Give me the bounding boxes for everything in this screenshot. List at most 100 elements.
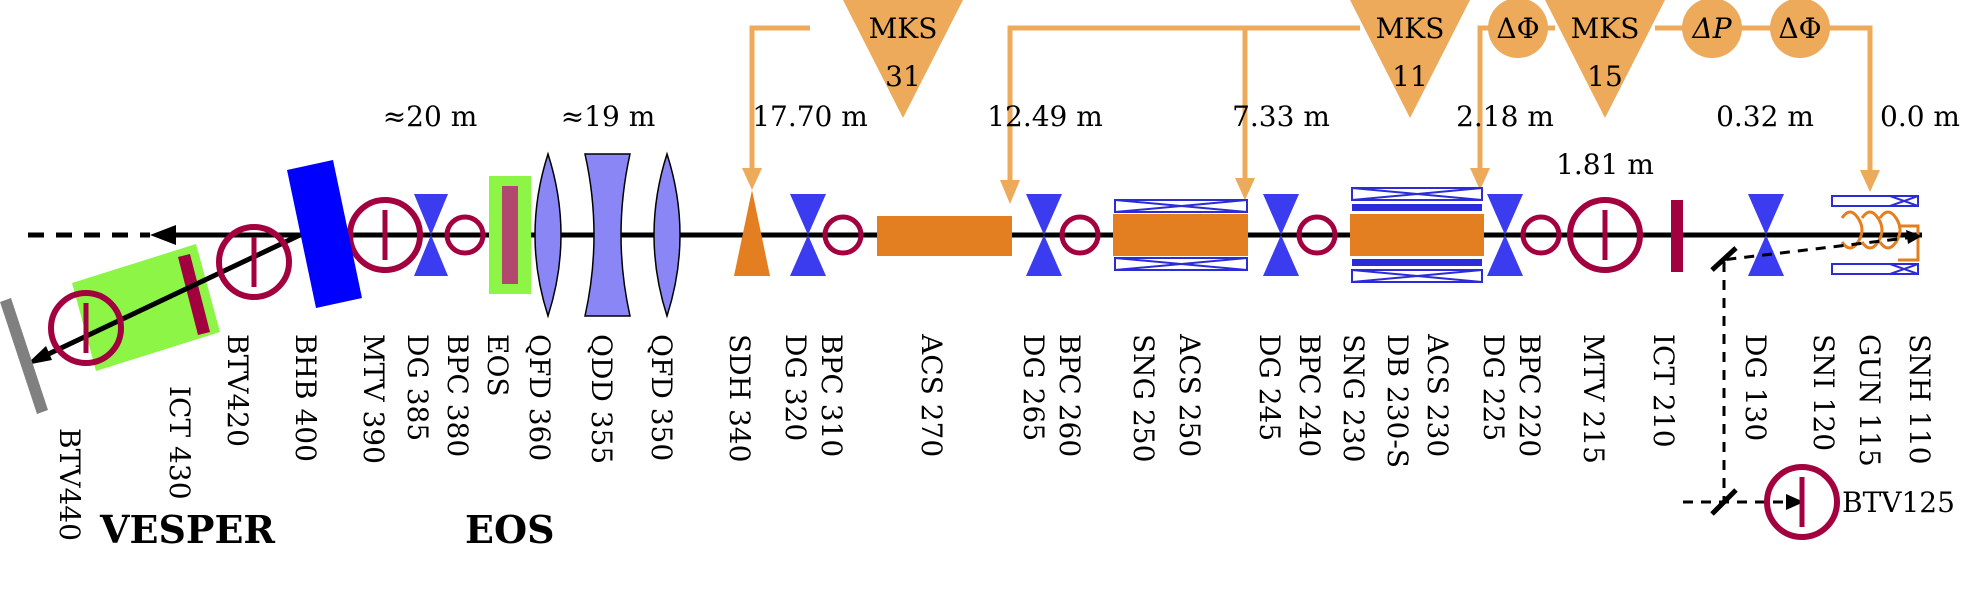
component-label-ict430: ICT 430	[163, 386, 196, 500]
component-label-bpc240: BPC 240	[1293, 334, 1326, 457]
distance-label: 2.18 m	[1456, 100, 1554, 133]
eos-crystal	[502, 186, 518, 284]
steerer-dg130	[1748, 194, 1784, 276]
acs-250	[1113, 214, 1248, 256]
component-label-bhb400: BHB 400	[289, 334, 322, 462]
klystron-triangle	[843, 0, 963, 118]
klystron-number: 11	[1392, 60, 1428, 93]
btv125-branch: BTV125	[1683, 230, 1955, 540]
vesper-beam-arrowhead	[26, 346, 52, 365]
acs-270	[877, 216, 1012, 256]
component-label-bpc380: BPC 380	[441, 334, 474, 457]
acs-230	[1350, 214, 1484, 256]
rf-circle-dp: ΔP	[1682, 0, 1742, 58]
rf-circle-dphi-left: ΔΦ	[1488, 0, 1548, 58]
component-label-acs230: ACS 230	[1421, 333, 1454, 457]
component-label-ict210: ICT 210	[1647, 334, 1680, 448]
component-label-eos: EOS	[481, 334, 514, 397]
dipole-bhb400	[287, 160, 362, 308]
beam-dump-screen	[0, 298, 48, 414]
bucking-coil-db230s	[1352, 204, 1482, 266]
rf-arrow-sdh	[742, 168, 762, 190]
component-label-btv440: BTV440	[53, 428, 86, 541]
distance-label: ≈20 m	[383, 100, 478, 133]
section-label-eos: EOS	[465, 507, 555, 552]
klystron-label: MKS	[1376, 12, 1445, 45]
bpm-310	[822, 214, 864, 256]
component-label-bpc260: BPC 260	[1053, 334, 1086, 457]
klystron-mks15: MKS 15	[1545, 0, 1665, 118]
vesper-ict-430	[178, 254, 210, 335]
solenoid-sng250	[1114, 199, 1248, 271]
component-label-db230s: DB 230-S	[1381, 334, 1414, 468]
component-label-dg225: DG 225	[1477, 334, 1510, 441]
bpm-260	[1059, 214, 1101, 256]
component-label-mtv390: MTV 390	[357, 334, 390, 464]
component-label-gun115: GUN 115	[1853, 334, 1886, 467]
vesper-beam	[38, 232, 302, 361]
quad-qfd360	[534, 151, 562, 319]
component-label-dg245: DG 245	[1253, 334, 1286, 441]
btv125-label: BTV125	[1842, 486, 1955, 519]
component-label-sng250: SNG 250	[1127, 334, 1160, 462]
rf-circle-label: ΔΦ	[1778, 12, 1821, 45]
component-label-mtv215: MTV 215	[1577, 334, 1610, 464]
klystron-number: 15	[1587, 60, 1623, 93]
laser-path-diagonal	[1721, 235, 1916, 262]
rf-arrow-acs270	[1000, 180, 1020, 204]
rf-arrowheads	[742, 168, 1880, 204]
component-label-dg265: DG 265	[1017, 334, 1050, 441]
component-label-bpc220: BPC 220	[1513, 334, 1546, 457]
rf-arrow-acs250	[1235, 178, 1255, 200]
ict-210	[1671, 200, 1683, 272]
component-label-sdh340: SDH 340	[723, 334, 756, 462]
rf-circle	[1488, 0, 1548, 58]
distance-label: 17.70 m	[752, 100, 868, 133]
component-label-qfd360: QFD 360	[523, 334, 556, 461]
steerers	[414, 194, 1784, 276]
klystron-number: 31	[885, 60, 921, 93]
laser-arrowhead	[1906, 230, 1922, 244]
screen-mtv215	[1567, 197, 1643, 273]
rf-arrow-acs230	[1470, 168, 1490, 190]
component-label-bpc310: BPC 310	[815, 334, 848, 457]
klystron-label: MKS	[869, 12, 938, 45]
rf-circle-label: ΔΦ	[1496, 12, 1539, 45]
component-label-dg320: DG 320	[779, 334, 812, 441]
distance-label: 0.0 m	[1880, 100, 1960, 133]
klystron-label: MKS	[1571, 12, 1640, 45]
beam-direction-arrow	[150, 225, 176, 245]
rf-circle-dphi-right: ΔΦ	[1770, 0, 1830, 58]
distance-labels: ≈20 m ≈19 m 17.70 m 12.49 m 7.33 m 2.18 …	[383, 100, 1960, 181]
bpm-220	[1520, 214, 1562, 256]
component-label-qfd350: QFD 350	[645, 334, 678, 461]
screen-btv420	[216, 224, 292, 300]
component-label-qdd355: QDD 355	[585, 334, 618, 464]
laser-arrowhead-btv	[1786, 494, 1804, 510]
screen-mtv390	[347, 197, 423, 273]
rf-circle	[1770, 0, 1830, 58]
distance-label: 0.32 m	[1716, 100, 1814, 133]
bpms	[444, 214, 1562, 256]
klystron-mks11: MKS 11	[1350, 0, 1470, 118]
gun-cavity	[1840, 210, 1920, 262]
distance-label: ≈19 m	[561, 100, 656, 133]
distance-label: 7.33 m	[1232, 100, 1330, 133]
quad-qdd355	[584, 153, 631, 317]
solenoid-sni120	[1831, 195, 1919, 275]
component-label-dg385: DG 385	[401, 334, 434, 441]
quad-qfd350	[653, 151, 681, 319]
component-label-btv420: BTV420	[221, 334, 254, 447]
rf-line-mks31	[749, 25, 810, 178]
sdh-340	[734, 190, 770, 276]
screen-btv125	[1764, 464, 1840, 540]
component-label-acs270: ACS 270	[915, 333, 948, 457]
klystron-triangle	[1545, 0, 1665, 118]
steerer-dg320	[790, 194, 826, 276]
screen-btv440	[48, 290, 124, 366]
klystron-mks31: MKS 31	[843, 0, 963, 118]
mirror-upper	[1710, 246, 1738, 272]
solenoid-sng230	[1351, 187, 1483, 283]
vesper-branch	[0, 224, 302, 414]
